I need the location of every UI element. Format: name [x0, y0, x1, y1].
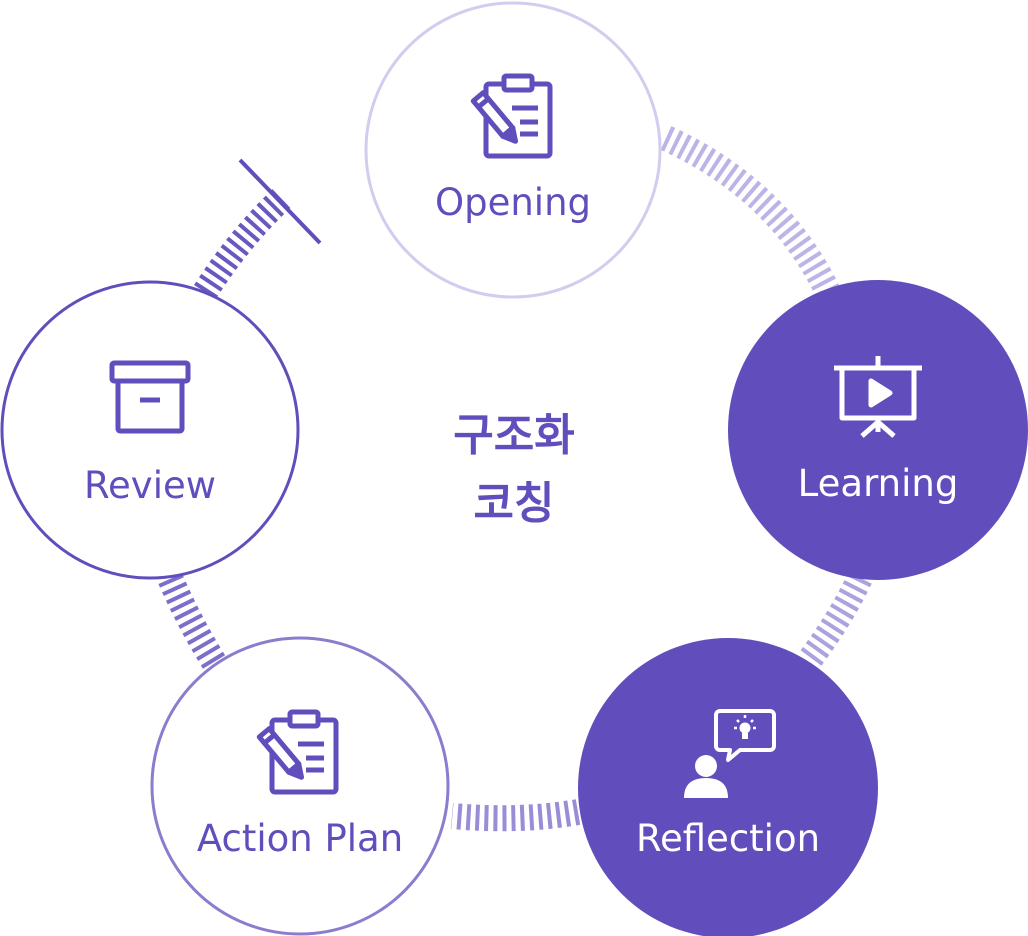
stage-review: Review [0, 280, 300, 580]
archive-box-icon [109, 360, 191, 434]
presentation-board-icon [834, 356, 922, 438]
stage-learning: Learning [728, 280, 1028, 580]
stage-label-action-plan: Action Plan [197, 817, 403, 860]
stage-reflection: Reflection [578, 638, 878, 936]
stage-label-opening: Opening [435, 181, 591, 224]
center-title-line1: 구조화 [453, 410, 574, 461]
connector-learning-reflection [797, 572, 872, 670]
arrow-end-bar [238, 158, 322, 245]
center-title-line2: 코칭 [474, 478, 555, 529]
center-title: 구조화 코칭 [453, 410, 574, 529]
stage-opening: Opening [364, 1, 662, 299]
connector-opening-learning [660, 126, 842, 302]
stage-label-reflection: Reflection [636, 817, 820, 860]
person-idea-bubble-icon [684, 709, 776, 798]
stage-label-review: Review [84, 464, 216, 507]
stage-label-learning: Learning [798, 462, 959, 505]
stage-action-plan: Action Plan [150, 636, 450, 936]
clipboard-pencil-icon [470, 73, 553, 159]
connector-reflection-action-plan [450, 799, 581, 832]
connector-review-opening [194, 158, 322, 299]
clipboard-pencil-icon [256, 709, 339, 795]
connector-action-plan-review [158, 572, 226, 669]
